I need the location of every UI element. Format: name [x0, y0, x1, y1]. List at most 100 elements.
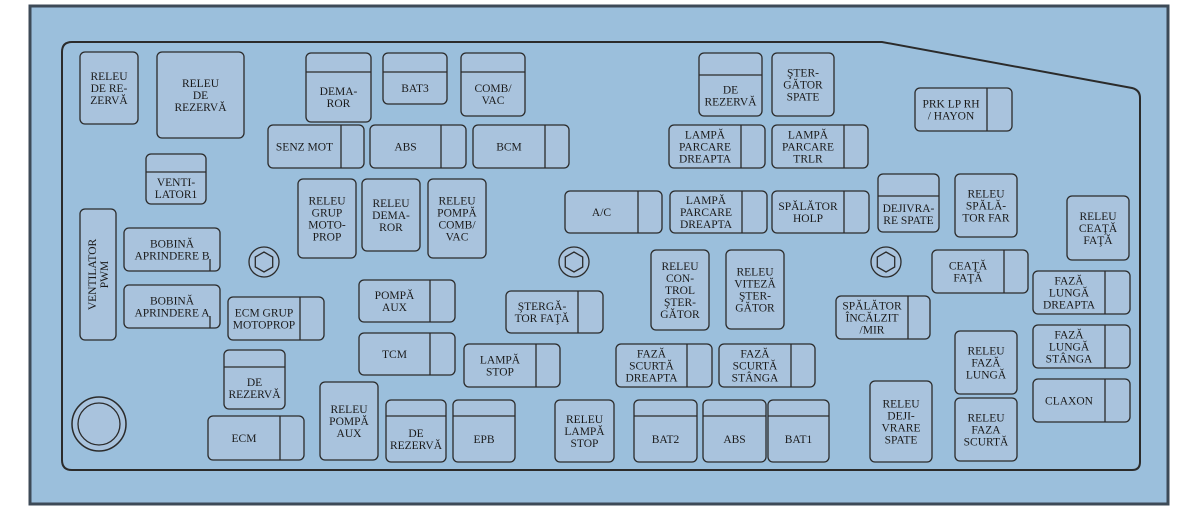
bobina-aprindere-a-outline	[123, 284, 221, 329]
dejivrare-spate-label: DEJIVRA-RE SPATE	[883, 203, 935, 227]
demaror-outline	[305, 52, 372, 123]
pompa-aux-outline	[358, 279, 456, 323]
bat3-label: BAT3	[401, 83, 429, 95]
dejivrare-spate-outline	[877, 173, 940, 233]
mounting-hole-outer	[71, 396, 127, 452]
ventilator1-label: VENTI-LATOR1	[155, 177, 198, 201]
bolt-2-hex	[564, 251, 584, 273]
faza-lunga-stanga-outline	[1032, 324, 1131, 369]
ventilator-pwm-label: VENTILATORPWM	[87, 239, 111, 311]
bcm-label: BCM	[496, 142, 522, 154]
fuse-claxon: CLAXON	[1032, 378, 1131, 423]
fuse-ecm: ECM	[207, 415, 305, 461]
demaror-label: DEMA-ROR	[320, 86, 358, 110]
fuse-bat2: BAT2	[633, 399, 698, 463]
fuse-stergator-fata: ŞTERGĂ-TOR FAŢĂ	[505, 290, 604, 334]
lampa-parcare-dreapta-2-outline	[669, 190, 768, 234]
epb-label: EPB	[473, 434, 494, 446]
bolt-1-hex	[254, 251, 274, 273]
releu-pompa-comb-vac-outline	[427, 178, 487, 259]
releu-faza-scurta-outline	[954, 397, 1018, 462]
de-rezerva-top-outline	[698, 52, 763, 117]
mounting-hole-inner	[77, 402, 121, 446]
releu-faza-lunga-outline	[954, 330, 1018, 395]
bat3-outline	[382, 52, 448, 105]
bobina-aprindere-b-outline	[123, 227, 221, 272]
faza-lunga-dreapta-outline	[1032, 270, 1131, 315]
fuse-demaror: DEMA-ROR	[305, 52, 372, 123]
releu-de-rezerva-2-outline	[156, 51, 245, 139]
fuse-epb: EPB	[452, 399, 516, 463]
bat1-outline	[767, 399, 830, 463]
releu-demaror-outline	[361, 178, 421, 252]
ventilator1-outline	[145, 153, 207, 205]
ventilator-pwm-outline	[79, 208, 117, 341]
releu-viteza-stergator-outline	[725, 249, 785, 330]
fuse-bat3: BAT3	[382, 52, 448, 105]
spalator-holp-outline	[771, 190, 870, 234]
fuse-bat1: BAT1	[767, 399, 830, 463]
releu-control-stergator-outline	[650, 249, 710, 331]
fuse-comb-vac: COMB/VAC	[460, 52, 526, 117]
fuse-prk-lp-rh-hayon: PRK LP RH/ HAYON	[914, 87, 1013, 132]
bat1-label: BAT1	[785, 434, 813, 446]
abs-bottom-label: ABS	[723, 434, 745, 446]
comb-vac-outline	[460, 52, 526, 117]
releu-de-rezerva-1-outline	[79, 51, 139, 125]
releu-pompa-aux-outline	[319, 381, 379, 461]
stergator-fata-label: ŞTERGĂ-TOR FAŢĂ	[515, 299, 571, 325]
claxon-label: CLAXON	[1045, 396, 1094, 408]
fuse-ventilator1: VENTI-LATOR1	[145, 153, 207, 205]
releu-grup-motoprop-outline	[297, 178, 357, 259]
a-c-label: A/C	[592, 207, 612, 219]
abs-top-outline	[369, 124, 467, 169]
releu-lampa-stop-outline	[554, 399, 615, 463]
fuse-abs-top: ABS	[369, 124, 467, 169]
fuse-dejivrare-spate: DEJIVRA-RE SPATE	[877, 173, 940, 233]
fuse-a-c: A/C	[564, 190, 663, 234]
fuse-tcm: TCM	[358, 332, 456, 376]
stergator-fata-outline	[505, 290, 604, 334]
